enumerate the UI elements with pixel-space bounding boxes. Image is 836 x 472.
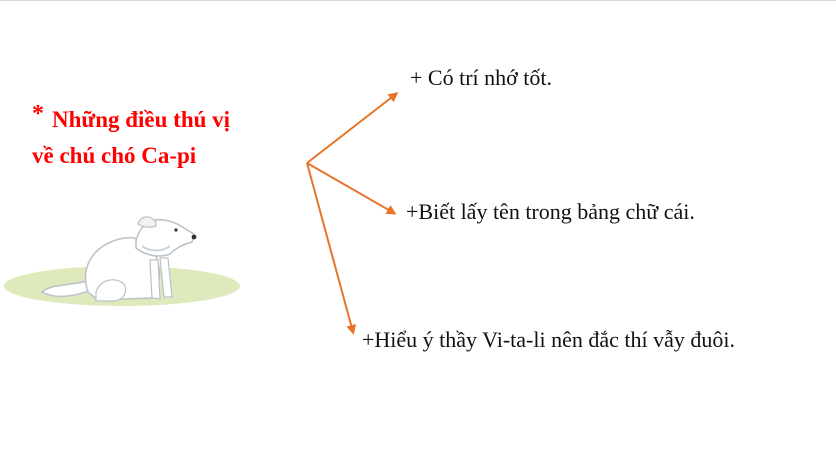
heading-line-1: * Những điều thú vị — [32, 101, 231, 138]
heading-line-2: về chú chó Ca-pi — [32, 143, 197, 168]
arrow-3 — [306, 162, 356, 335]
arrow-1 — [306, 92, 399, 164]
topic-heading: * Những điều thú vị về chú chó Ca-pi — [32, 101, 231, 174]
trait-understanding: +Hiểu ý thầy Vi-ta-li nên đắc thí vẫy đu… — [362, 327, 735, 352]
arrow-2 — [306, 162, 397, 215]
top-border — [0, 0, 836, 1]
heading-text-1: Những điều thú vị — [52, 107, 231, 132]
trait-alphabet: +Biết lấy tên trong bảng chữ cái. — [406, 199, 695, 224]
bullet-star: * — [32, 101, 44, 127]
trait-memory: + Có trí nhớ tốt. — [410, 65, 552, 90]
white-dog-icon — [4, 216, 240, 306]
